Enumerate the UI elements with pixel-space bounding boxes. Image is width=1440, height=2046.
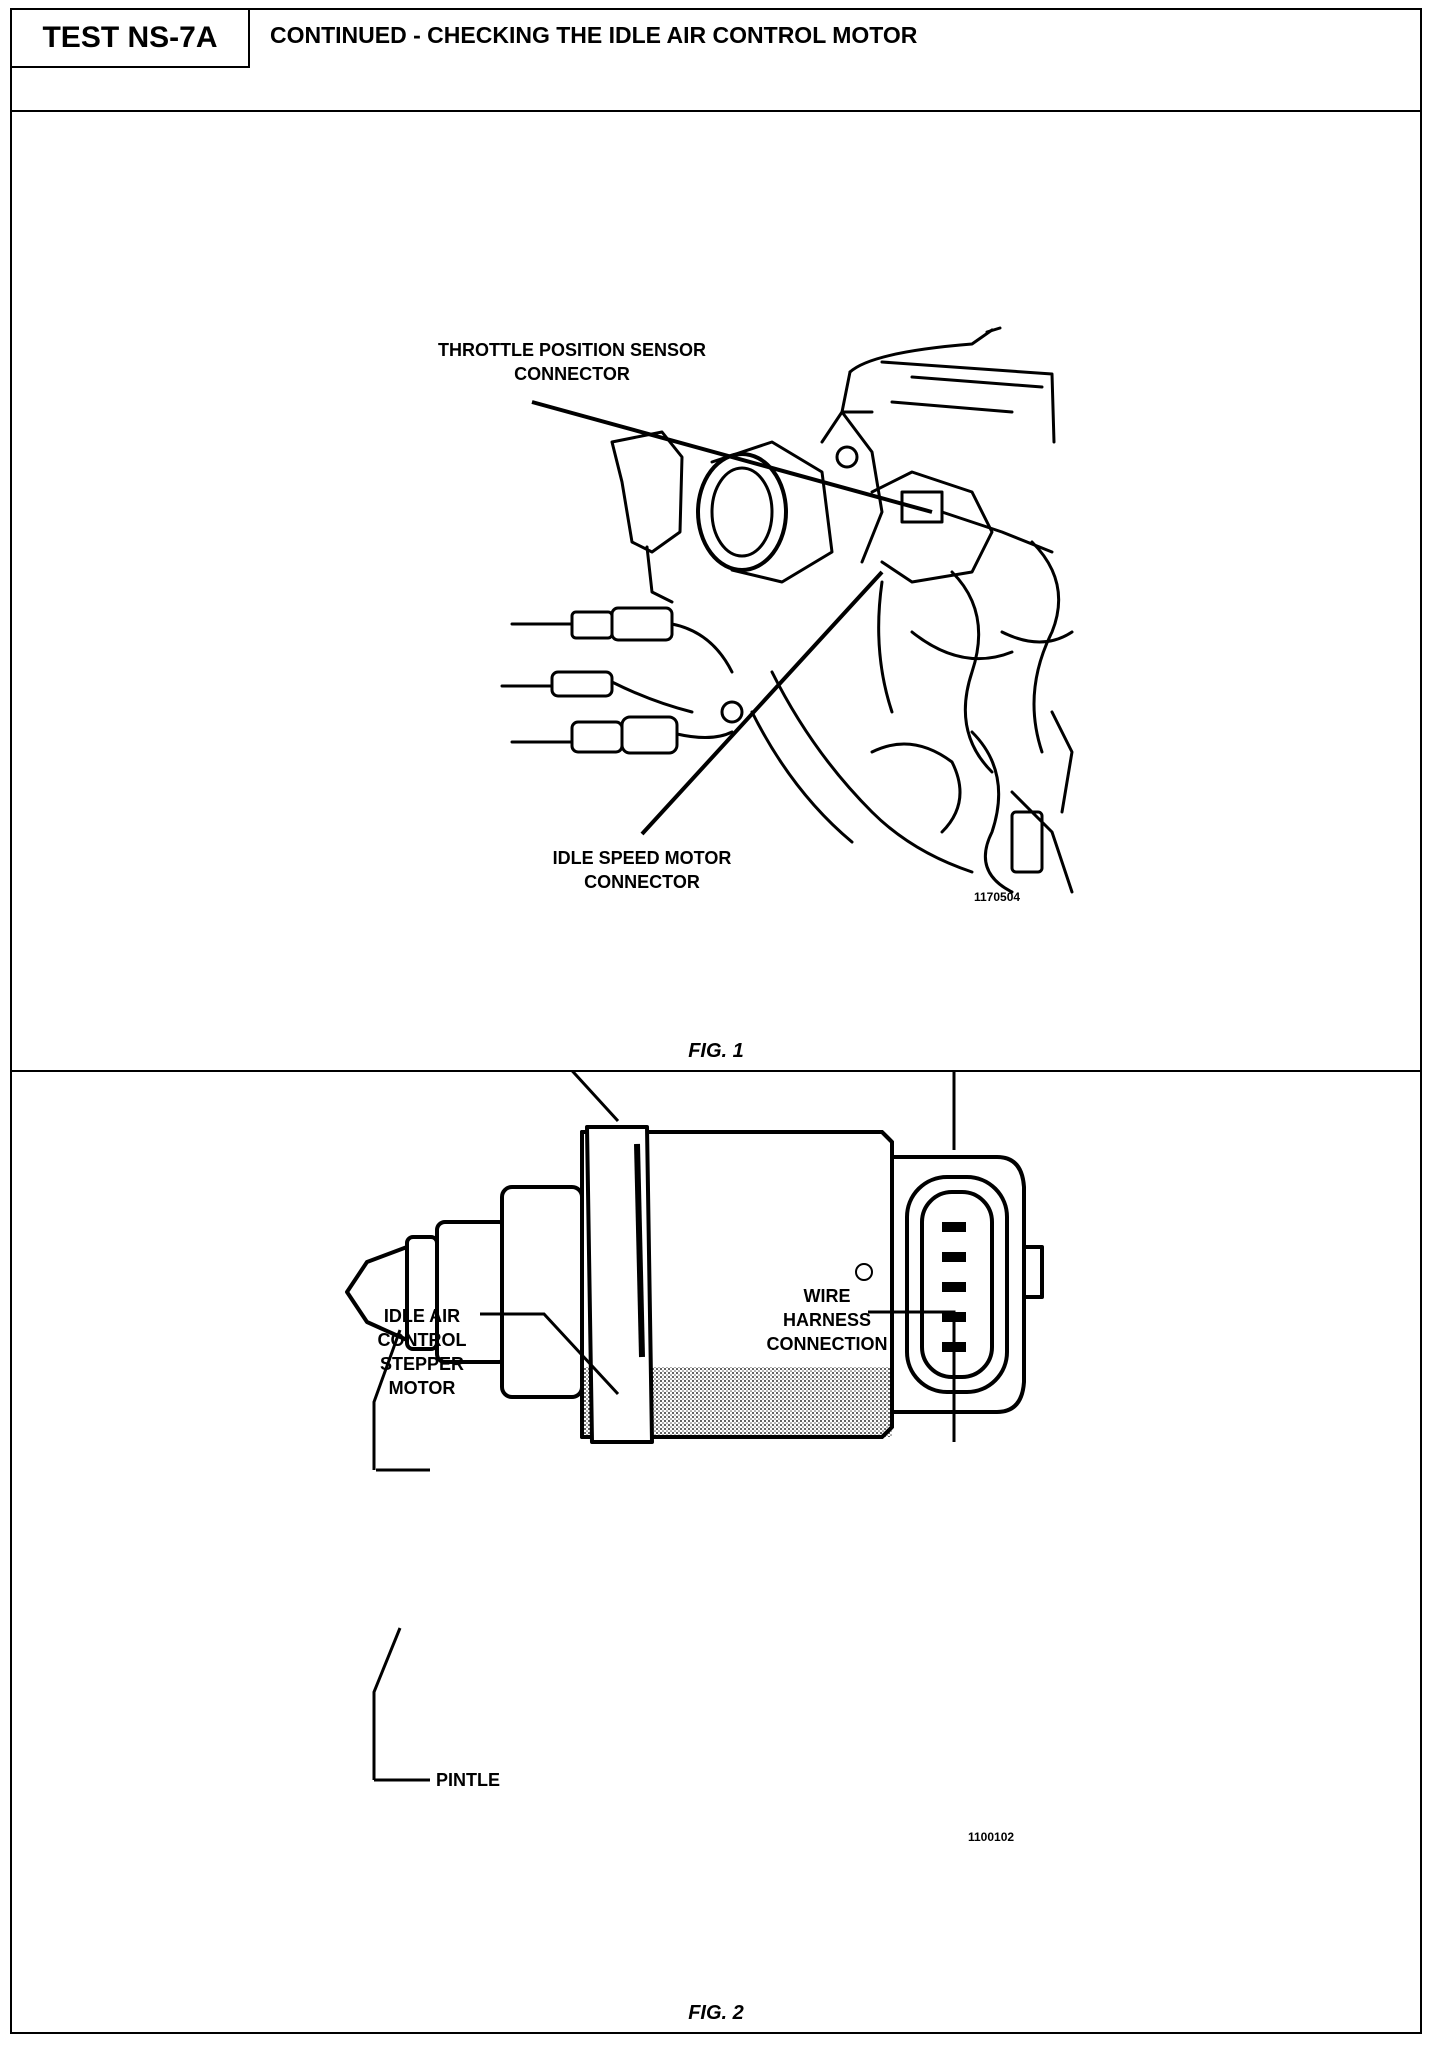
figure-1-caption: FIG. 1 bbox=[688, 1040, 744, 1062]
figure-1-ref-number: 1170504 bbox=[974, 890, 1021, 904]
idle-speed-motor-label: IDLE SPEED MOTOR CONNECTOR bbox=[552, 848, 732, 892]
wire-harness-label: WIRE HARNESS CONNECTION bbox=[766, 1286, 888, 1354]
stepper-motor-illustration bbox=[345, 1072, 1044, 1472]
test-id: TEST NS-7A bbox=[12, 10, 250, 68]
figure-2-panel: IDLE AIR CONTROL STEPPER MOTOR WIRE HARN… bbox=[12, 1072, 1420, 2034]
figure-1-panel: THROTTLE POSITION SENSOR CONNECTOR IDLE … bbox=[12, 112, 1420, 1072]
stepper-motor-leaders bbox=[372, 1310, 956, 1782]
engine-illustration bbox=[500, 326, 1074, 894]
header: TEST NS-7A CONTINUED - CHECKING THE IDLE… bbox=[12, 10, 1420, 112]
pintle-label: PINTLE bbox=[436, 1770, 501, 1790]
throttle-position-sensor-label: THROTTLE POSITION SENSOR CONNECTOR bbox=[437, 340, 706, 384]
stepper-motor-label: IDLE AIR CONTROL STEPPER MOTOR bbox=[377, 1306, 467, 1398]
page-title: CONTINUED - CHECKING THE IDLE AIR CONTRO… bbox=[270, 22, 918, 48]
figure-2-ref-number: 1100102 bbox=[968, 1830, 1015, 1844]
figure-2-caption: FIG. 2 bbox=[688, 2002, 744, 2024]
page-frame: TEST NS-7A CONTINUED - CHECKING THE IDLE… bbox=[10, 8, 1422, 2034]
